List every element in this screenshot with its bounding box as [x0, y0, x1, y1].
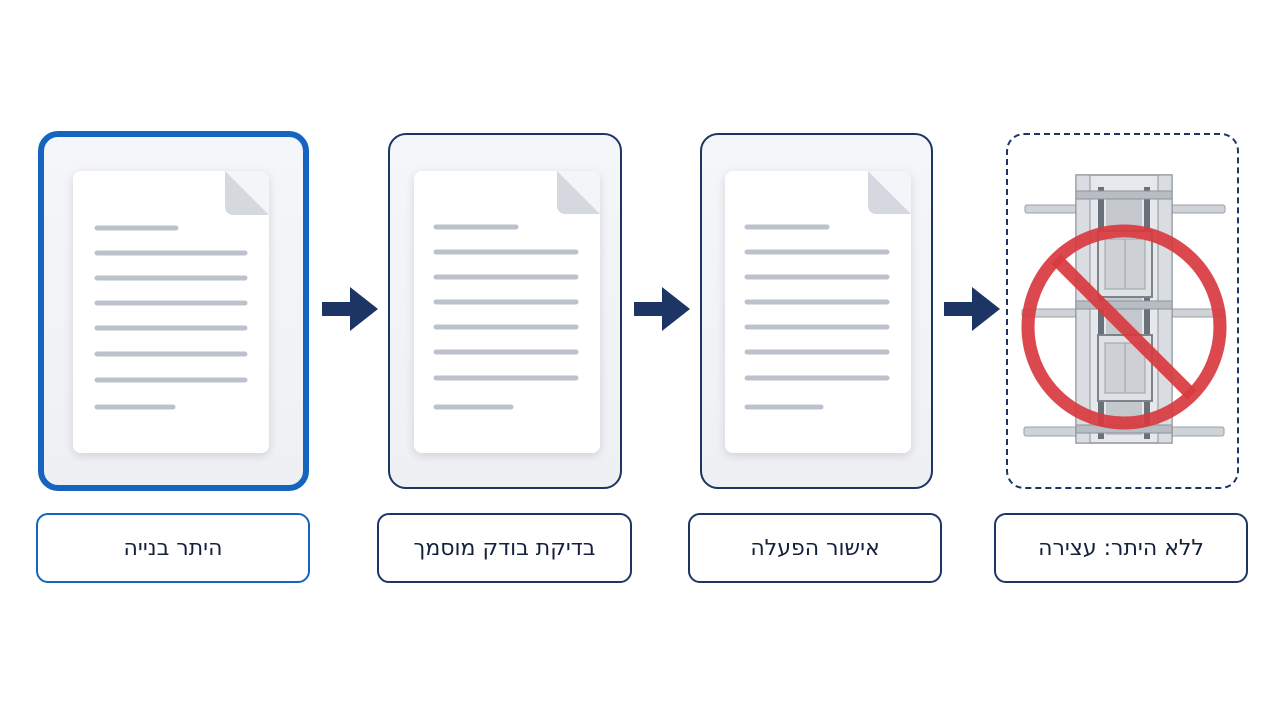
step-card-inspector-check	[388, 133, 622, 489]
step-card-building-permit	[38, 131, 309, 491]
step-label-building-permit: היתר בנייה	[36, 513, 310, 583]
arrow-right-icon	[634, 287, 690, 331]
document-icon	[73, 171, 269, 453]
step-label-inspector-check: בדיקת בודק מוסמך	[377, 513, 632, 583]
arrow-right-icon	[322, 287, 378, 331]
step-card-no-permit-stop	[1006, 133, 1239, 489]
prohibited-elevator-icon	[1021, 174, 1227, 444]
step-label-no-permit-stop: ללא היתר: עצירה	[994, 513, 1248, 583]
step-label-operation-approval: אישור הפעלה	[688, 513, 942, 583]
document-icon	[725, 171, 911, 453]
step-card-operation-approval	[700, 133, 933, 489]
arrow-right-icon	[944, 287, 1000, 331]
document-icon	[414, 171, 600, 453]
